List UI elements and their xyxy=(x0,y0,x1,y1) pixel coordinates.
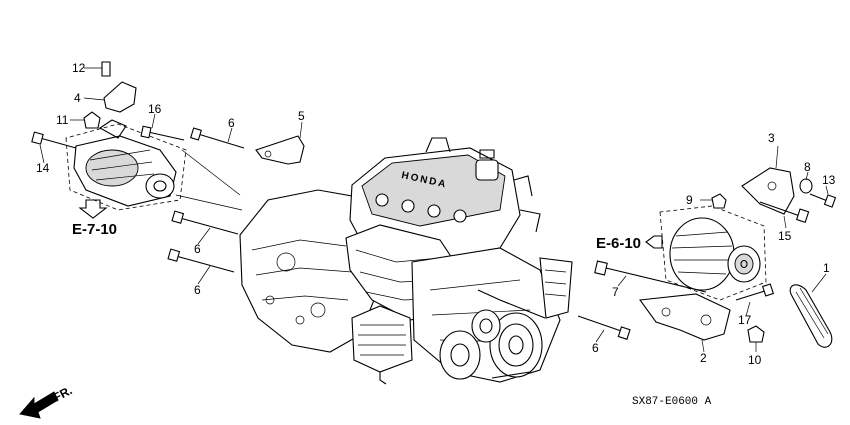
callout-1: 1 xyxy=(823,261,830,275)
engine-assembly: HONDA xyxy=(239,137,573,385)
callout-15: 15 xyxy=(778,229,792,243)
starter-motor-group xyxy=(31,61,243,219)
callout-3: 3 xyxy=(768,131,775,145)
callout-14: 14 xyxy=(36,161,50,175)
callout-17: 17 xyxy=(738,313,752,327)
callout-4: 4 xyxy=(74,91,81,105)
callout-16: 16 xyxy=(148,102,162,116)
drive-belt xyxy=(789,273,833,348)
callout-6-upper: 6 xyxy=(228,116,235,130)
callout-numbers: 12 4 11 16 14 6 5 6 6 6 3 8 13 9 15 1 7 … xyxy=(36,61,836,367)
callout-9: 9 xyxy=(686,193,693,207)
callout-11: 11 xyxy=(56,113,69,127)
callout-12: 12 xyxy=(72,61,86,75)
front-arrow-icon xyxy=(19,391,59,419)
callout-5: 5 xyxy=(298,109,305,123)
mounting-bolts-left xyxy=(167,121,305,285)
callout-10: 10 xyxy=(748,353,762,367)
alternator-group xyxy=(594,145,837,353)
callout-7: 7 xyxy=(612,285,619,299)
callout-2: 2 xyxy=(700,351,707,365)
starter-reference-label[interactable]: E-7-10 xyxy=(72,221,117,238)
callout-8: 8 xyxy=(804,160,811,174)
callout-13: 13 xyxy=(822,173,836,187)
callout-6-middle: 6 xyxy=(194,242,201,256)
callout-6-lower: 6 xyxy=(194,283,201,297)
mounting-bolt-right xyxy=(577,315,631,343)
diagram-code: SX87-E0600 A xyxy=(632,396,712,408)
front-direction-indicator: FR. xyxy=(19,383,74,419)
alternator-reference-label[interactable]: E-6-10 xyxy=(596,235,641,252)
callout-6-right: 6 xyxy=(592,341,599,355)
